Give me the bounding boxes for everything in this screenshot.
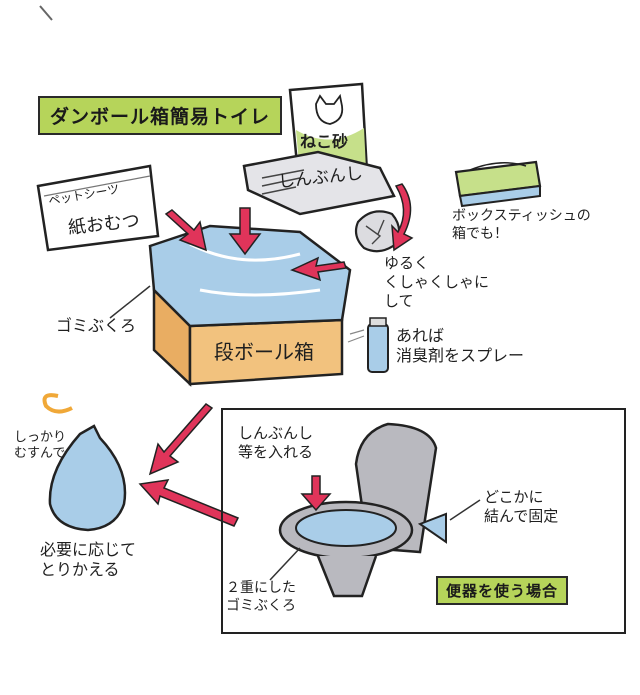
cardboard-box-icon <box>148 224 352 387</box>
arrow-icon <box>164 209 208 252</box>
replace-label: 必要に応じて とりかえる <box>40 540 137 579</box>
arrow-icon <box>391 183 414 252</box>
put-newspaper-label: しんぶんし 等を入れる <box>238 424 314 461</box>
newspaper-icon <box>242 150 396 216</box>
cat-litter-label: ねこ砂 <box>300 132 349 151</box>
page-title: ダンボール箱簡易トイレ <box>38 96 283 135</box>
double-bag-label: ２重にした ゴミぶくろ <box>226 580 296 614</box>
tie-fix-label: どこかに 結んで固定 <box>484 488 559 525</box>
corner-mark <box>39 5 53 21</box>
arrow-icon <box>300 475 332 512</box>
toilet-icon <box>278 422 447 598</box>
tie-tight-label: しっかり むすんで <box>14 430 67 462</box>
toilet-panel <box>221 408 626 634</box>
garbage-bag-label: ゴミぶくろ <box>56 316 137 335</box>
arrow-icon <box>228 207 262 256</box>
tissue-box-icon <box>454 160 542 208</box>
tied-garbage-bag-icon <box>42 393 127 532</box>
arrow-icon <box>148 403 214 476</box>
pet-sheet-package-icon <box>36 164 160 252</box>
arrow-icon <box>290 256 347 282</box>
tissue-box-label: ボックスティッシュの 箱でも！ <box>452 208 591 242</box>
red-arrows <box>138 183 414 527</box>
cardboard-label: 段ボール箱 <box>214 340 314 364</box>
deodorant-spray-icon <box>347 317 389 373</box>
toilet-case-tag: 便器を使う場合 <box>436 576 569 605</box>
crumple-label: ゆるく くしゃくしゃに して <box>384 254 490 310</box>
pointer-lines <box>109 285 481 581</box>
deodorant-label: あれば 消臭剤をスプレー <box>396 326 525 365</box>
